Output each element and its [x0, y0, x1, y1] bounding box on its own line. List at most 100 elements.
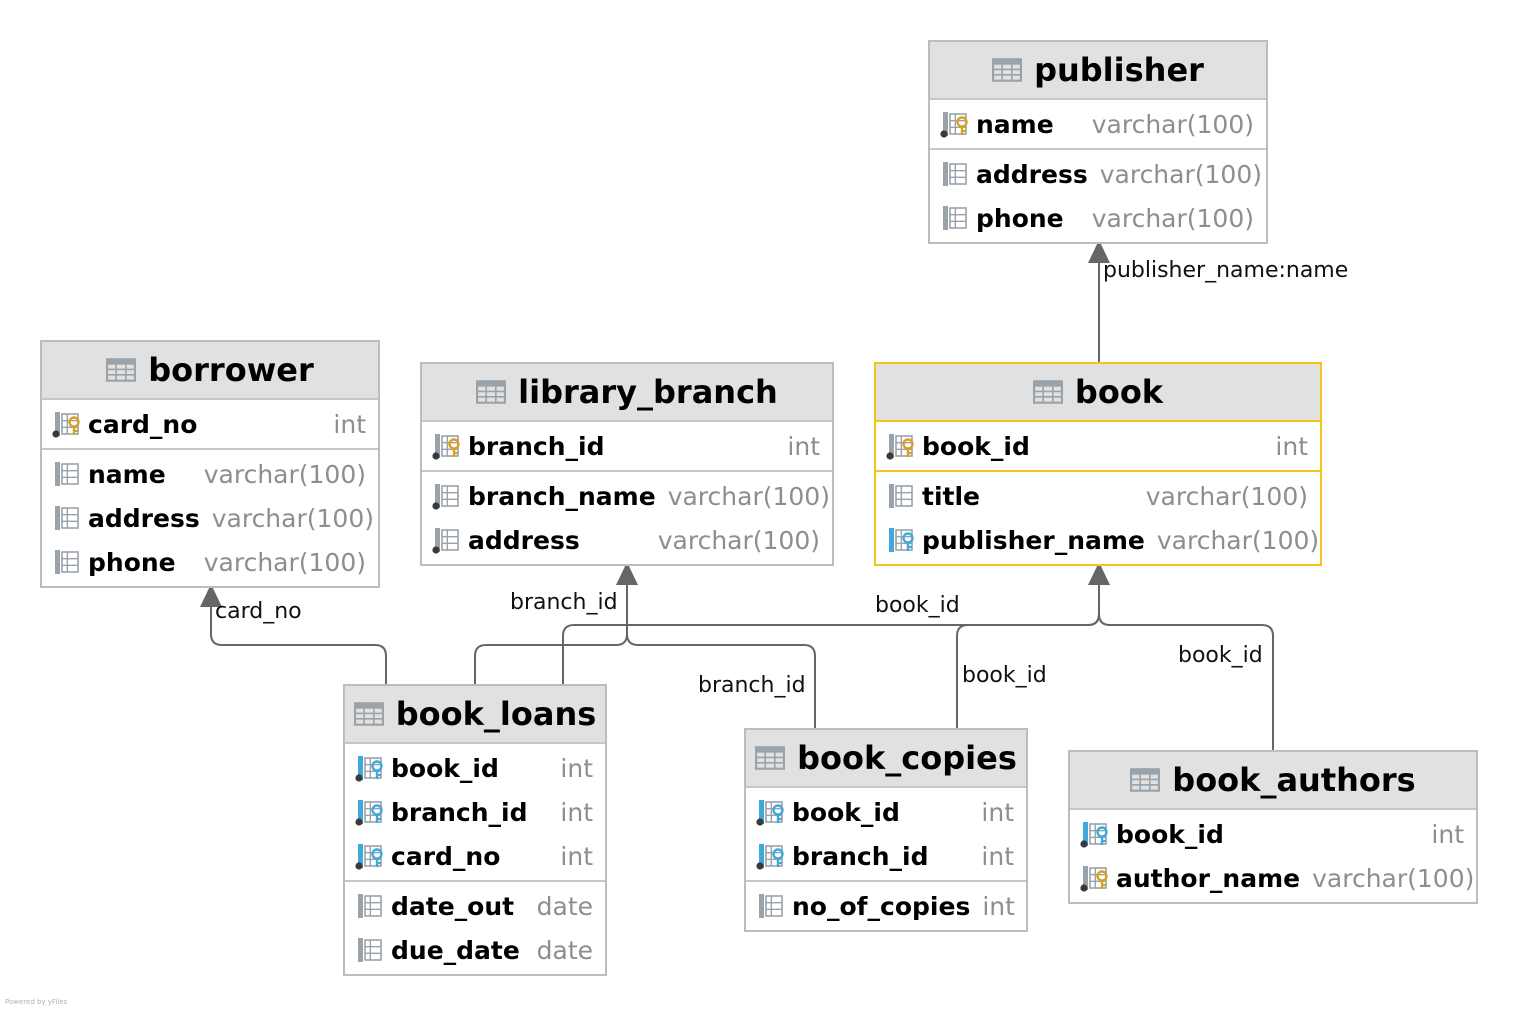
column-type: varchar(100) — [1091, 109, 1254, 139]
column-name: book_id — [391, 753, 499, 783]
column-name: name — [88, 459, 166, 489]
watermark: Powered by yFiles — [5, 998, 68, 1006]
column-row-book-id[interactable]: book_id int — [345, 746, 605, 790]
edge-loans-borrower — [210, 600, 387, 684]
column-row-publisher-name[interactable]: publisher_name varchar(100) — [876, 518, 1320, 562]
edge-authors-book — [1098, 613, 1274, 750]
edge-loans-branch — [474, 582, 628, 684]
table-name: book_copies — [797, 739, 1017, 777]
column-row-book-id[interactable]: book_id int — [876, 424, 1320, 468]
table-header[interactable]: publisher — [930, 42, 1266, 100]
column-type: int — [1275, 431, 1308, 461]
primary-key-icon — [886, 431, 918, 461]
column-row-author-name[interactable]: author_name varchar(100) — [1070, 856, 1476, 900]
column-name: card_no — [391, 841, 501, 871]
edge-label-loans-branch: branch_id — [510, 590, 618, 615]
column-name: book_id — [1116, 819, 1224, 849]
column-name: date_out — [391, 891, 515, 921]
table-icon — [992, 58, 1023, 82]
arrowhead-borrower — [200, 584, 222, 607]
column-row-name[interactable]: name varchar(100) — [42, 452, 378, 496]
column-name: address — [88, 503, 200, 533]
primary-foreign-key-icon — [355, 753, 387, 783]
column-type: varchar(100) — [203, 459, 366, 489]
edge-copies-book — [956, 613, 1100, 728]
column-type: varchar(100) — [1145, 481, 1308, 511]
column-name: due_date — [391, 935, 520, 965]
column-name: name — [976, 109, 1054, 139]
edge-label-book-publisher: publisher_name:name — [1103, 258, 1349, 283]
table-icon — [755, 746, 786, 770]
primary-foreign-key-icon — [756, 797, 788, 827]
column-name: branch_id — [792, 841, 929, 871]
column-icon — [52, 547, 84, 577]
table-header[interactable]: book_authors — [1070, 752, 1476, 810]
column-row-card-no[interactable]: card_no int — [345, 834, 605, 878]
table-header[interactable]: library_branch — [422, 364, 832, 422]
table-header[interactable]: book_loans — [345, 686, 605, 744]
column-type: varchar(100) — [667, 481, 830, 511]
foreign-key-icon — [886, 525, 918, 555]
column-icon — [940, 203, 972, 233]
column-name: book_id — [922, 431, 1030, 461]
column-type: int — [1431, 819, 1464, 849]
edge-copies-branch — [626, 633, 816, 728]
column-name: no_of_copies — [792, 891, 971, 921]
table-name: book_loans — [395, 695, 597, 733]
column-row-branch-id[interactable]: branch_id int — [422, 424, 832, 468]
column-row-book-id[interactable]: book_id int — [1070, 812, 1476, 856]
table-header[interactable]: borrower — [42, 342, 378, 400]
table-icon — [1032, 380, 1063, 404]
edge-label-copies-book: book_id — [962, 663, 1047, 688]
primary-key-icon — [52, 409, 84, 439]
edge-label-authors-book: book_id — [1178, 643, 1263, 668]
column-icon — [52, 459, 84, 489]
column-name: publisher_name — [922, 525, 1145, 555]
arrowhead-library-branch — [616, 562, 638, 585]
primary-key-icon — [940, 109, 972, 139]
table-book-authors[interactable]: book_authors book_id int author_name varchar… — [1068, 750, 1478, 904]
table-header[interactable]: book — [876, 364, 1320, 422]
column-type: int — [787, 431, 820, 461]
column-row-name[interactable]: name varchar(100) — [930, 102, 1266, 146]
column-name: author_name — [1116, 863, 1301, 893]
primary-foreign-key-icon — [1080, 819, 1112, 849]
column-type: int — [560, 841, 593, 871]
table-name: publisher — [1034, 51, 1204, 89]
table-name: book — [1074, 373, 1164, 411]
column-type: int — [560, 753, 593, 783]
primary-foreign-key-icon — [756, 841, 788, 871]
column-name: branch_id — [391, 797, 528, 827]
table-header[interactable]: book_copies — [746, 730, 1026, 788]
column-name: phone — [88, 547, 176, 577]
column-type: varchar(100) — [1312, 863, 1475, 893]
table-name: library_branch — [518, 373, 778, 411]
column-name: branch_id — [468, 431, 605, 461]
column-type: varchar(100) — [1156, 525, 1320, 555]
